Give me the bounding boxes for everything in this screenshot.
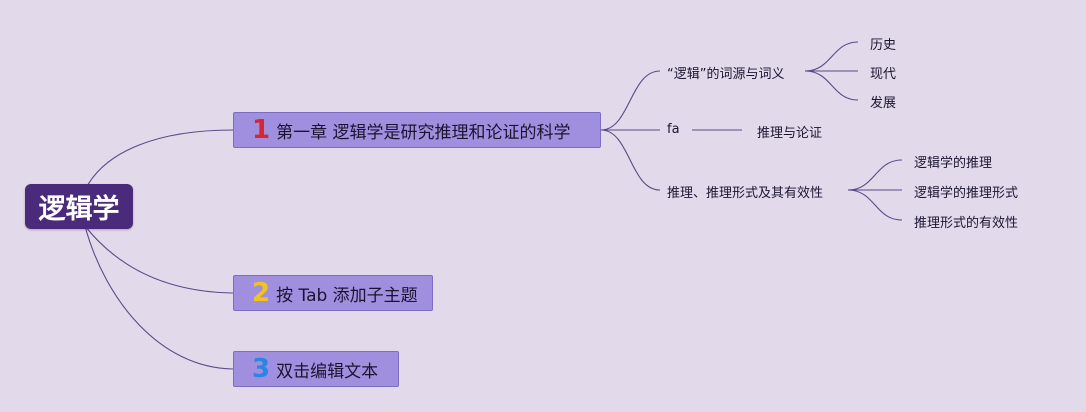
main-topic-3-label: 双击编辑文本 <box>276 361 379 382</box>
number-2-icon: 2 <box>252 278 271 308</box>
connector-sub-1-child-1 <box>804 41 859 72</box>
connector-root-topic-2 <box>84 225 234 294</box>
connector-sub-1-child-3 <box>804 70 859 101</box>
connector-root-topic-3 <box>84 225 234 370</box>
subtopic-reasoning-forms[interactable]: 推理、推理形式及其有效性 <box>667 186 824 201</box>
subtopic-history[interactable]: 历史 <box>870 38 897 53</box>
subtopic-etymology[interactable]: “逻辑”的词源与词义 <box>667 67 785 82</box>
subtopic-form-validity[interactable]: 推理形式的有效性 <box>914 216 1019 231</box>
connector-sub-3-child-3 <box>847 189 903 221</box>
connector-root-topic-1 <box>84 129 234 191</box>
root-topic[interactable]: 逻辑学 <box>25 184 133 229</box>
subtopic-logic-reasoning[interactable]: 逻辑学的推理 <box>914 156 993 171</box>
subtopic-reasoning-and-argument[interactable]: 推理与论证 <box>757 126 823 141</box>
connector-topic-1-sub-1 <box>600 70 661 131</box>
main-topic-1-label: 第一章 逻辑学是研究推理和论证的科学 <box>276 122 571 143</box>
main-topic-2[interactable]: 2 按 Tab 添加子主题 <box>233 275 433 311</box>
subtopic-logic-reasoning-form[interactable]: 逻辑学的推理形式 <box>914 186 1019 201</box>
subtopic-modern[interactable]: 现代 <box>870 67 897 82</box>
number-1-icon: 1 <box>252 115 271 145</box>
main-topic-1[interactable]: 1 第一章 逻辑学是研究推理和论证的科学 <box>233 112 601 148</box>
main-topic-3[interactable]: 3 双击编辑文本 <box>233 351 399 387</box>
main-topic-2-label: 按 Tab 添加子主题 <box>276 285 418 306</box>
connector-topic-1-sub-3 <box>600 129 661 191</box>
subtopic-fa[interactable]: fa <box>667 122 680 137</box>
subtopic-development[interactable]: 发展 <box>870 96 897 111</box>
connector-sub-3-child-1 <box>847 159 903 191</box>
number-3-icon: 3 <box>252 354 271 384</box>
